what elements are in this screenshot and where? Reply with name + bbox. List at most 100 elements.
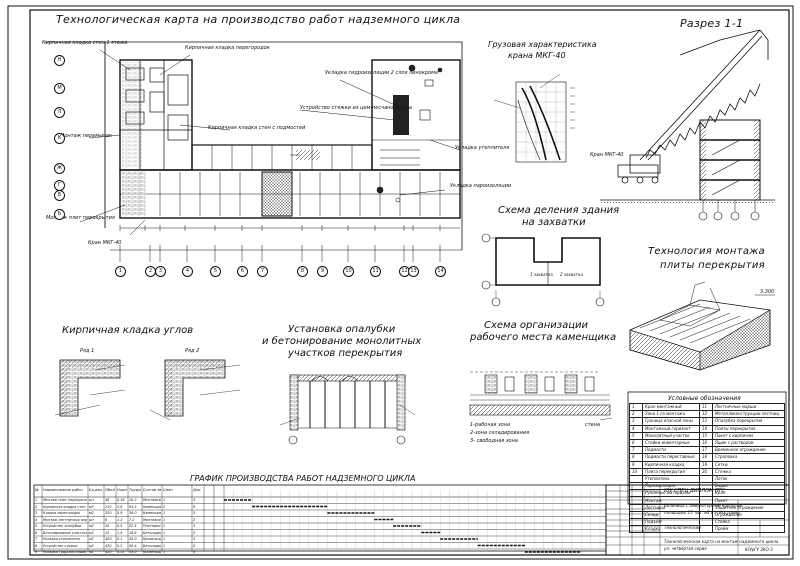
legend-label: Стойки инвентарные xyxy=(642,438,700,448)
workplace-title: Схема организации xyxy=(484,320,589,331)
schedule-cell: 6 xyxy=(105,517,108,522)
corner-masonry-detail xyxy=(54,359,241,421)
schedule-cell: 16.8 xyxy=(129,530,137,535)
schedule-header: Состав звена xyxy=(143,488,161,492)
schedule-cell: 9 xyxy=(35,550,38,554)
schedule-cell: 18.2 xyxy=(129,498,137,502)
label-brick-walls: Кирпичная кладка стен 1 этажа xyxy=(42,40,128,46)
axis-bubble-5: 5 xyxy=(210,266,221,277)
section-title: Разрез 1-1 xyxy=(680,17,744,30)
label-screed: Устройство стяжки из цем-песчаного р-ра xyxy=(300,105,412,111)
legend-title: Условные обозначения xyxy=(668,395,741,402)
schedule-cell: 420 xyxy=(105,550,112,554)
legend-label: Монолитный участок xyxy=(642,431,700,440)
schedule-cell: 1.2 xyxy=(117,517,123,522)
legend-num: 6 xyxy=(629,438,643,448)
schedule-header: Трудоёмк. xyxy=(129,488,141,492)
legend-label: Монтажный горизонт xyxy=(642,424,700,433)
schedule-cell: 1 xyxy=(163,543,166,548)
legend-num: 11 xyxy=(698,402,713,412)
legend-label: Пакет с кирпичом xyxy=(711,431,786,440)
axis-bubble-9: 9 xyxy=(317,266,328,277)
legend-label: Бадья xyxy=(711,482,786,491)
schedule-title: ГРАФИК ПРОИЗВОДСТВА РАБОТ НАДЗЕМНОГО ЦИК… xyxy=(190,474,416,483)
stamp-sheet-title-2: ул. четвёртая серия xyxy=(664,546,707,551)
schedule-cell: 5 xyxy=(193,543,196,548)
legend-num xyxy=(629,517,643,527)
formwork-detail xyxy=(279,374,416,445)
legend-label: Лоток xyxy=(711,474,786,484)
legend-num: 13 xyxy=(698,417,713,426)
schedule-cell: 1 xyxy=(163,537,166,541)
formwork-title-2: и бетонирование монолитных xyxy=(262,336,422,347)
schedule-cell: 50.4 xyxy=(129,543,137,548)
schedule-header: Объём xyxy=(105,488,115,492)
stamp-code: ЮУ СПЕЦ ДИПЛОМ ПГС xyxy=(664,488,725,494)
legend-label: Граница опасной зоны xyxy=(642,417,700,426)
schedule-cell: 1 xyxy=(163,517,166,522)
stamp-firm: ЮУрГУ ЗКО-3 xyxy=(745,547,773,552)
legend-label: Опалубка перекрытия xyxy=(711,417,786,426)
slab-title: Технология монтажа xyxy=(648,246,765,257)
schedule-cell: 42.0 xyxy=(129,537,137,541)
legend-label: Стойка xyxy=(711,517,786,527)
section-1-1 xyxy=(600,29,775,221)
legend-label: Подмости переставные xyxy=(642,453,700,462)
legend-label: Зона 1-го монтажа xyxy=(642,410,700,419)
legend-num: 18 xyxy=(698,453,713,462)
stamp-stage: Технологический xyxy=(664,525,701,530)
axis-bubble-Н: Н xyxy=(54,55,65,66)
schedule-cell: 4 xyxy=(193,537,196,541)
label-mount-slabs: Монтаж плит перекрытия xyxy=(46,215,115,221)
legend-num: 1 xyxy=(629,402,643,412)
schedule-cell: 1 xyxy=(163,498,166,502)
schedule-cell: м2 xyxy=(89,524,94,528)
legend-num xyxy=(629,503,643,512)
label-crane-section: Кран МКГ-40 xyxy=(590,152,624,158)
legend-num: 9 xyxy=(629,460,643,469)
schedule-cell: 320 xyxy=(105,511,112,515)
work-schedule-grid xyxy=(33,484,607,553)
formwork-title-3: участков перекрытия xyxy=(288,348,403,359)
schedule-cell: 8 xyxy=(35,543,38,548)
legend-num xyxy=(629,489,643,498)
zone-scheme xyxy=(481,233,605,307)
axis-bubble-3: 3 xyxy=(155,266,166,277)
schedule-cell: Плотники 3 чел xyxy=(143,524,161,528)
label-zone-1: 1-рабочая зона xyxy=(470,422,511,428)
schedule-cell: 3 xyxy=(35,511,38,515)
schedule-cell: 4 xyxy=(35,517,38,522)
legend-num: 7 xyxy=(629,446,643,455)
corners-title: Кирпичная кладка углов xyxy=(62,325,194,336)
schedule-cell: 6 xyxy=(35,530,38,535)
label-zone-3: 3- свободная зона xyxy=(470,438,518,444)
schedule-header: Норма времени xyxy=(117,488,127,492)
label-vapor: Укладка пароизоляции xyxy=(450,183,512,189)
formwork-title: Установка опалубки xyxy=(288,324,396,335)
main-title: Технологическая карта на производство ра… xyxy=(56,13,461,26)
schedule-cell: Каменщики 6 чел xyxy=(143,504,161,509)
legend-num xyxy=(629,474,643,484)
axis-bubble-13: 13 xyxy=(408,266,419,277)
axis-bubble-6: 6 xyxy=(237,266,248,277)
schedule-cell: 2 xyxy=(193,517,196,522)
crane-chart-model: крана МКГ-40 xyxy=(508,51,566,60)
legend-label: Лестничные марши xyxy=(711,402,786,412)
axis-bubble-1: 1 xyxy=(115,266,126,277)
legend-label: Плиты перекрытия xyxy=(711,424,786,433)
schedule-cell: м3 xyxy=(89,530,94,535)
axis-bubble-Б: Б xyxy=(54,209,65,220)
legend-num: 4 xyxy=(629,424,643,433)
schedule-header: Ед.изм. xyxy=(89,488,103,492)
legend-label: Строповка xyxy=(711,453,786,462)
schedule-cell: 1 xyxy=(163,550,166,554)
schedule-cell: 210 xyxy=(105,504,112,509)
legend-label: Пакет xyxy=(711,496,786,505)
schedule-cell: м2 xyxy=(89,550,94,554)
